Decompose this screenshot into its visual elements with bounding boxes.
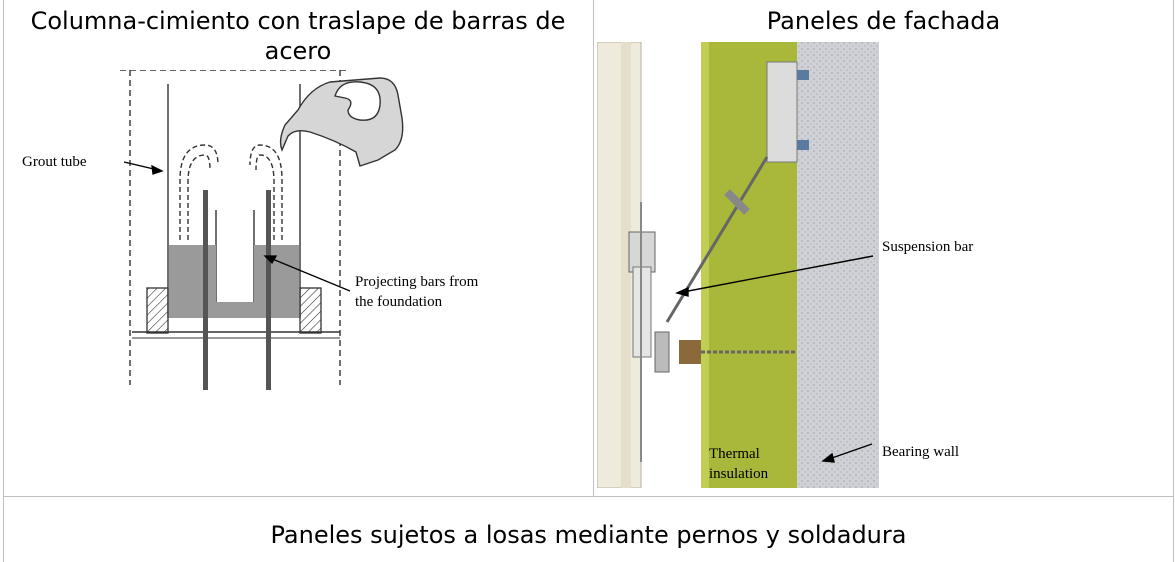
left-cell-heading: Columna-cimiento con traslape de barras …	[30, 7, 566, 65]
table-border-row	[3, 496, 1174, 497]
grout-tube-label: Grout tube	[22, 154, 87, 170]
thermal-insulation-label-line1: Thermal	[709, 446, 760, 462]
table-border-left	[3, 0, 4, 562]
bearing-wall-label: Bearing wall	[882, 444, 959, 460]
projecting-bars-label-line1: Projecting bars from	[355, 274, 479, 290]
suspension-bar-label: Suspension bar	[882, 239, 973, 255]
bottom-row-heading: Paneles sujetos a losas mediante pernos …	[270, 521, 907, 549]
table-border-right	[1173, 0, 1174, 562]
facade-panel-diagram: Suspension bar Thermal insulation Bearin…	[597, 42, 973, 488]
table-border-middle	[593, 0, 594, 497]
thermal-insulation-label-line2: insulation	[709, 466, 769, 482]
column-foundation-diagram: Grout tube Projecting bars from the foun…	[22, 70, 479, 390]
projecting-bars-label-line2: the foundation	[355, 294, 443, 310]
right-cell-heading: Paneles de fachada	[766, 7, 1001, 35]
